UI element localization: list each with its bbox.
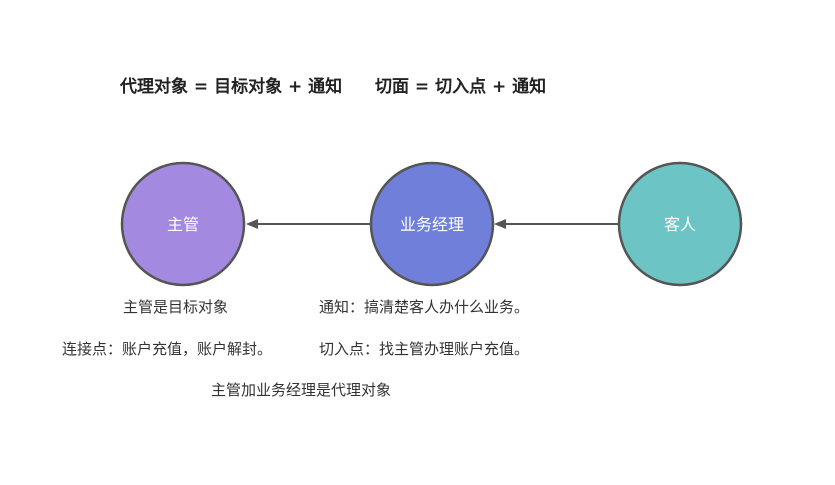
node-business-manager: 业务经理 [369, 161, 495, 287]
node-manager-label: 主管 [167, 215, 199, 234]
caption-pointcut: 切入点：找主管办理账户充值。 [319, 340, 530, 358]
caption-joinpoints: 连接点：账户充值，账户解封。 [62, 340, 273, 358]
caption-advice: 通知：搞清楚客人办什么业务。 [319, 298, 530, 316]
node-customer: 客人 [617, 161, 743, 287]
node-business-manager-label: 业务经理 [400, 215, 464, 234]
title-aspect-formula: 切面 = 切入点 + 通知 [375, 77, 547, 97]
node-manager-circle [120, 161, 246, 287]
node-business-manager-circle [369, 161, 495, 287]
node-customer-label: 客人 [664, 215, 696, 234]
node-manager: 主管 [120, 161, 246, 287]
node-customer-circle [617, 161, 743, 287]
caption-proxy: 主管加业务经理是代理对象 [211, 381, 392, 399]
title-proxy-formula: 代理对象 = 目标对象 + 通知 [120, 77, 343, 97]
caption-manager-target: 主管是目标对象 [123, 298, 229, 316]
